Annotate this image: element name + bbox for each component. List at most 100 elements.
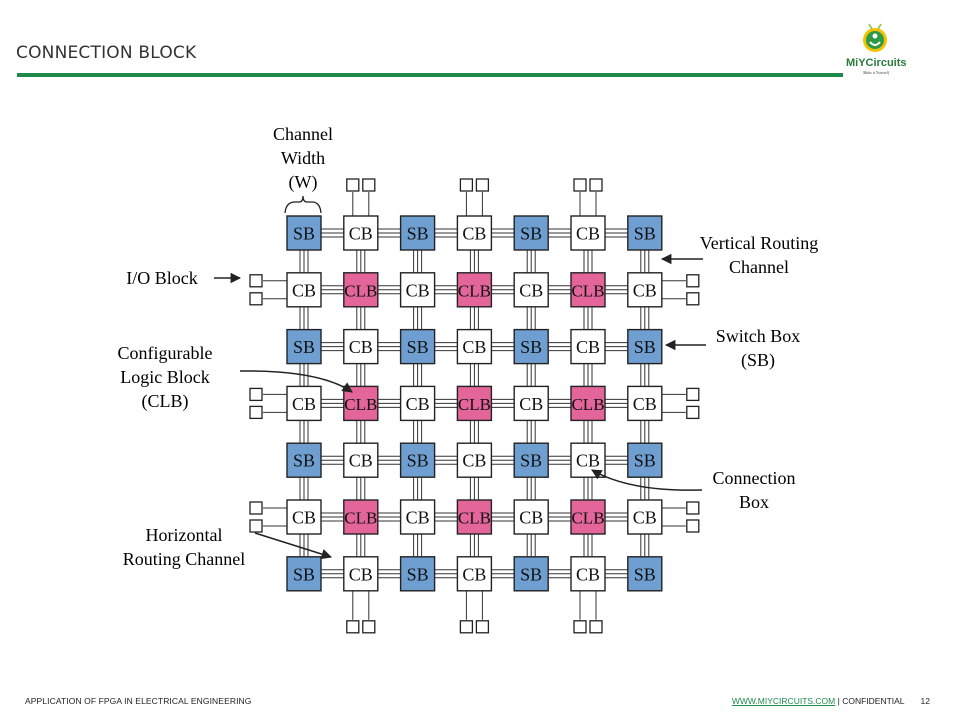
annotations: Channel Width (W) I/O Block Configurable… xyxy=(118,124,819,569)
channel-width-label-1: Channel xyxy=(273,124,333,144)
page-number: 12 xyxy=(920,696,930,706)
io-pad xyxy=(686,292,700,306)
io-block-label: I/O Block xyxy=(126,268,198,288)
logic-grid: SB CB SB CB SB CB SB CB CLB CB CLB CB CLB CB SB CB SB CB S… xyxy=(286,215,663,592)
sb-block-label: SB xyxy=(520,564,542,584)
io-pad xyxy=(475,620,490,634)
clb-label-2: Logic Block xyxy=(120,367,209,387)
cb-block-label: CB xyxy=(292,508,316,528)
cb-block: CB xyxy=(399,499,436,535)
cb-block-box xyxy=(456,556,493,592)
cb-block-label: CB xyxy=(292,394,316,414)
cb-block-label: CB xyxy=(519,280,543,300)
clb-block: CLB xyxy=(456,499,493,535)
clb-block-box xyxy=(343,499,379,535)
clb-arrow xyxy=(239,370,353,393)
io-pad xyxy=(346,620,360,634)
cb-block: CB xyxy=(627,272,663,308)
cb-block: CB xyxy=(456,556,493,592)
cb-block-box xyxy=(286,385,322,422)
io-pad xyxy=(573,178,587,192)
cb-block: CB xyxy=(570,215,606,251)
sb-block-box xyxy=(513,215,549,251)
clb-block-label: CLB xyxy=(344,395,377,414)
cb-block: CB xyxy=(286,272,322,308)
cb-block-box xyxy=(456,328,493,365)
sb-block-label: SB xyxy=(520,451,542,471)
sb-block-box xyxy=(399,215,436,251)
cb-block-box xyxy=(570,215,606,251)
cb-block-label: CB xyxy=(633,394,657,414)
sb-block: SB xyxy=(286,442,322,478)
cb-block-box xyxy=(286,499,322,535)
website-link[interactable]: WWW.MIYCIRCUITS.COM xyxy=(731,696,836,706)
sb-block-label: SB xyxy=(293,224,315,244)
cb-block-box xyxy=(343,556,379,592)
sb-block: SB xyxy=(399,215,436,251)
horizontal-channel-label-2: Routing Channel xyxy=(123,549,246,569)
cb-block: CB xyxy=(570,328,606,365)
clb-block-box xyxy=(456,272,493,308)
clb-label-3: (CLB) xyxy=(142,391,189,412)
io-pad xyxy=(686,519,700,533)
io-pad xyxy=(573,620,587,634)
clb-block-box xyxy=(570,272,606,308)
clb-block-box xyxy=(570,499,606,535)
cb-block-label: CB xyxy=(349,564,373,584)
cb-block-box xyxy=(399,385,436,422)
clb-block-box xyxy=(456,385,493,422)
cb-block-label: CB xyxy=(462,451,486,471)
cb-block-label: CB xyxy=(633,280,657,300)
sb-block: SB xyxy=(399,556,436,592)
sb-block-box xyxy=(286,328,322,365)
cb-block-box xyxy=(399,272,436,308)
sb-block: SB xyxy=(399,442,436,478)
io-pad xyxy=(686,387,700,402)
io-pad xyxy=(459,620,474,634)
sb-block: SB xyxy=(627,442,663,478)
sb-block-box xyxy=(399,442,436,478)
cb-block-label: CB xyxy=(519,394,543,414)
cb-block-box xyxy=(570,556,606,592)
sb-block-box xyxy=(627,556,663,592)
io-pad xyxy=(589,620,603,634)
switch-box-label-1: Switch Box xyxy=(716,326,801,346)
io-pad xyxy=(686,274,700,288)
sb-block: SB xyxy=(286,215,322,251)
cb-block-box xyxy=(627,272,663,308)
io-pad xyxy=(362,620,376,634)
sb-block: SB xyxy=(513,215,549,251)
cb-block-label: CB xyxy=(462,224,486,244)
cb-block: CB xyxy=(456,328,493,365)
sb-block: SB xyxy=(627,556,663,592)
io-pad xyxy=(362,178,376,192)
cb-block: CB xyxy=(286,385,322,422)
clb-block-label: CLB xyxy=(571,509,604,528)
clb-block: CLB xyxy=(456,385,493,422)
cb-block-label: CB xyxy=(349,337,373,357)
cb-block: CB xyxy=(286,499,322,535)
sb-block-label: SB xyxy=(407,451,429,471)
sb-block-label: SB xyxy=(407,564,429,584)
logo-text: MiYCircuits xyxy=(846,57,907,69)
cb-block: CB xyxy=(456,442,493,478)
io-pad xyxy=(249,519,263,533)
sb-block-box xyxy=(627,328,663,365)
horizontal-channel-arrow xyxy=(254,532,333,560)
cb-block: CB xyxy=(399,272,436,308)
sb-block-label: SB xyxy=(520,224,542,244)
channel-width-brace xyxy=(284,195,322,214)
clb-block-label: CLB xyxy=(344,509,377,528)
cb-block-label: CB xyxy=(519,508,543,528)
channel-width-label-3: (W) xyxy=(289,172,318,193)
cb-block-box xyxy=(627,385,663,422)
cb-block: CB xyxy=(456,215,493,251)
sb-block-box xyxy=(286,442,322,478)
cb-block-label: CB xyxy=(406,280,430,300)
horizontal-channel-label-1: Horizontal xyxy=(146,525,223,545)
clb-block: CLB xyxy=(343,499,379,535)
io-pad xyxy=(459,178,474,192)
io-pad xyxy=(686,501,700,515)
footer-separator: | xyxy=(835,696,843,706)
